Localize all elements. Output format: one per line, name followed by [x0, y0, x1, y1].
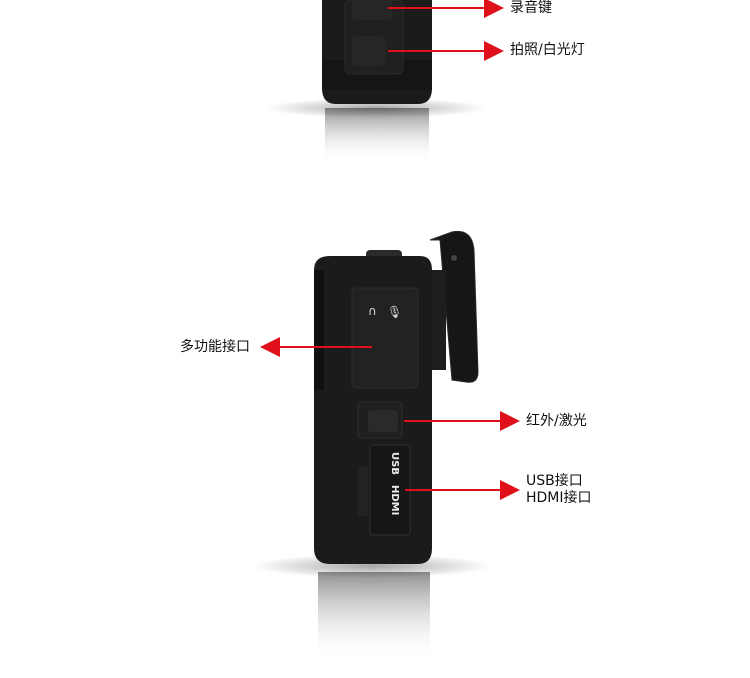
usb-marking: USB: [389, 452, 400, 475]
headphone-icon: ∩: [368, 304, 377, 318]
camera-top-view: [266, 0, 486, 163]
camera-side-view: ∩ 🎙 USB HDMI: [252, 230, 492, 662]
label-multi-port: 多功能接口: [180, 339, 250, 355]
microphone-icon: 🎙: [387, 305, 402, 319]
multi-port-cover: [351, 287, 419, 389]
hdmi-marking: HDMI: [389, 485, 400, 515]
label-record-key: 录音键: [510, 0, 552, 16]
record-button: [352, 0, 392, 20]
label-ir-laser: 红外/激光: [526, 413, 587, 429]
photo-button: [352, 36, 386, 66]
callout-arrows: [260, 0, 520, 500]
label-photo-light: 拍照/白光灯: [510, 42, 585, 58]
label-usb-port: USB接口: [526, 473, 583, 489]
label-hdmi-port: HDMI接口: [526, 490, 592, 506]
reflection: [318, 572, 430, 662]
ir-laser-button: [368, 410, 398, 432]
reflection: [325, 108, 429, 163]
